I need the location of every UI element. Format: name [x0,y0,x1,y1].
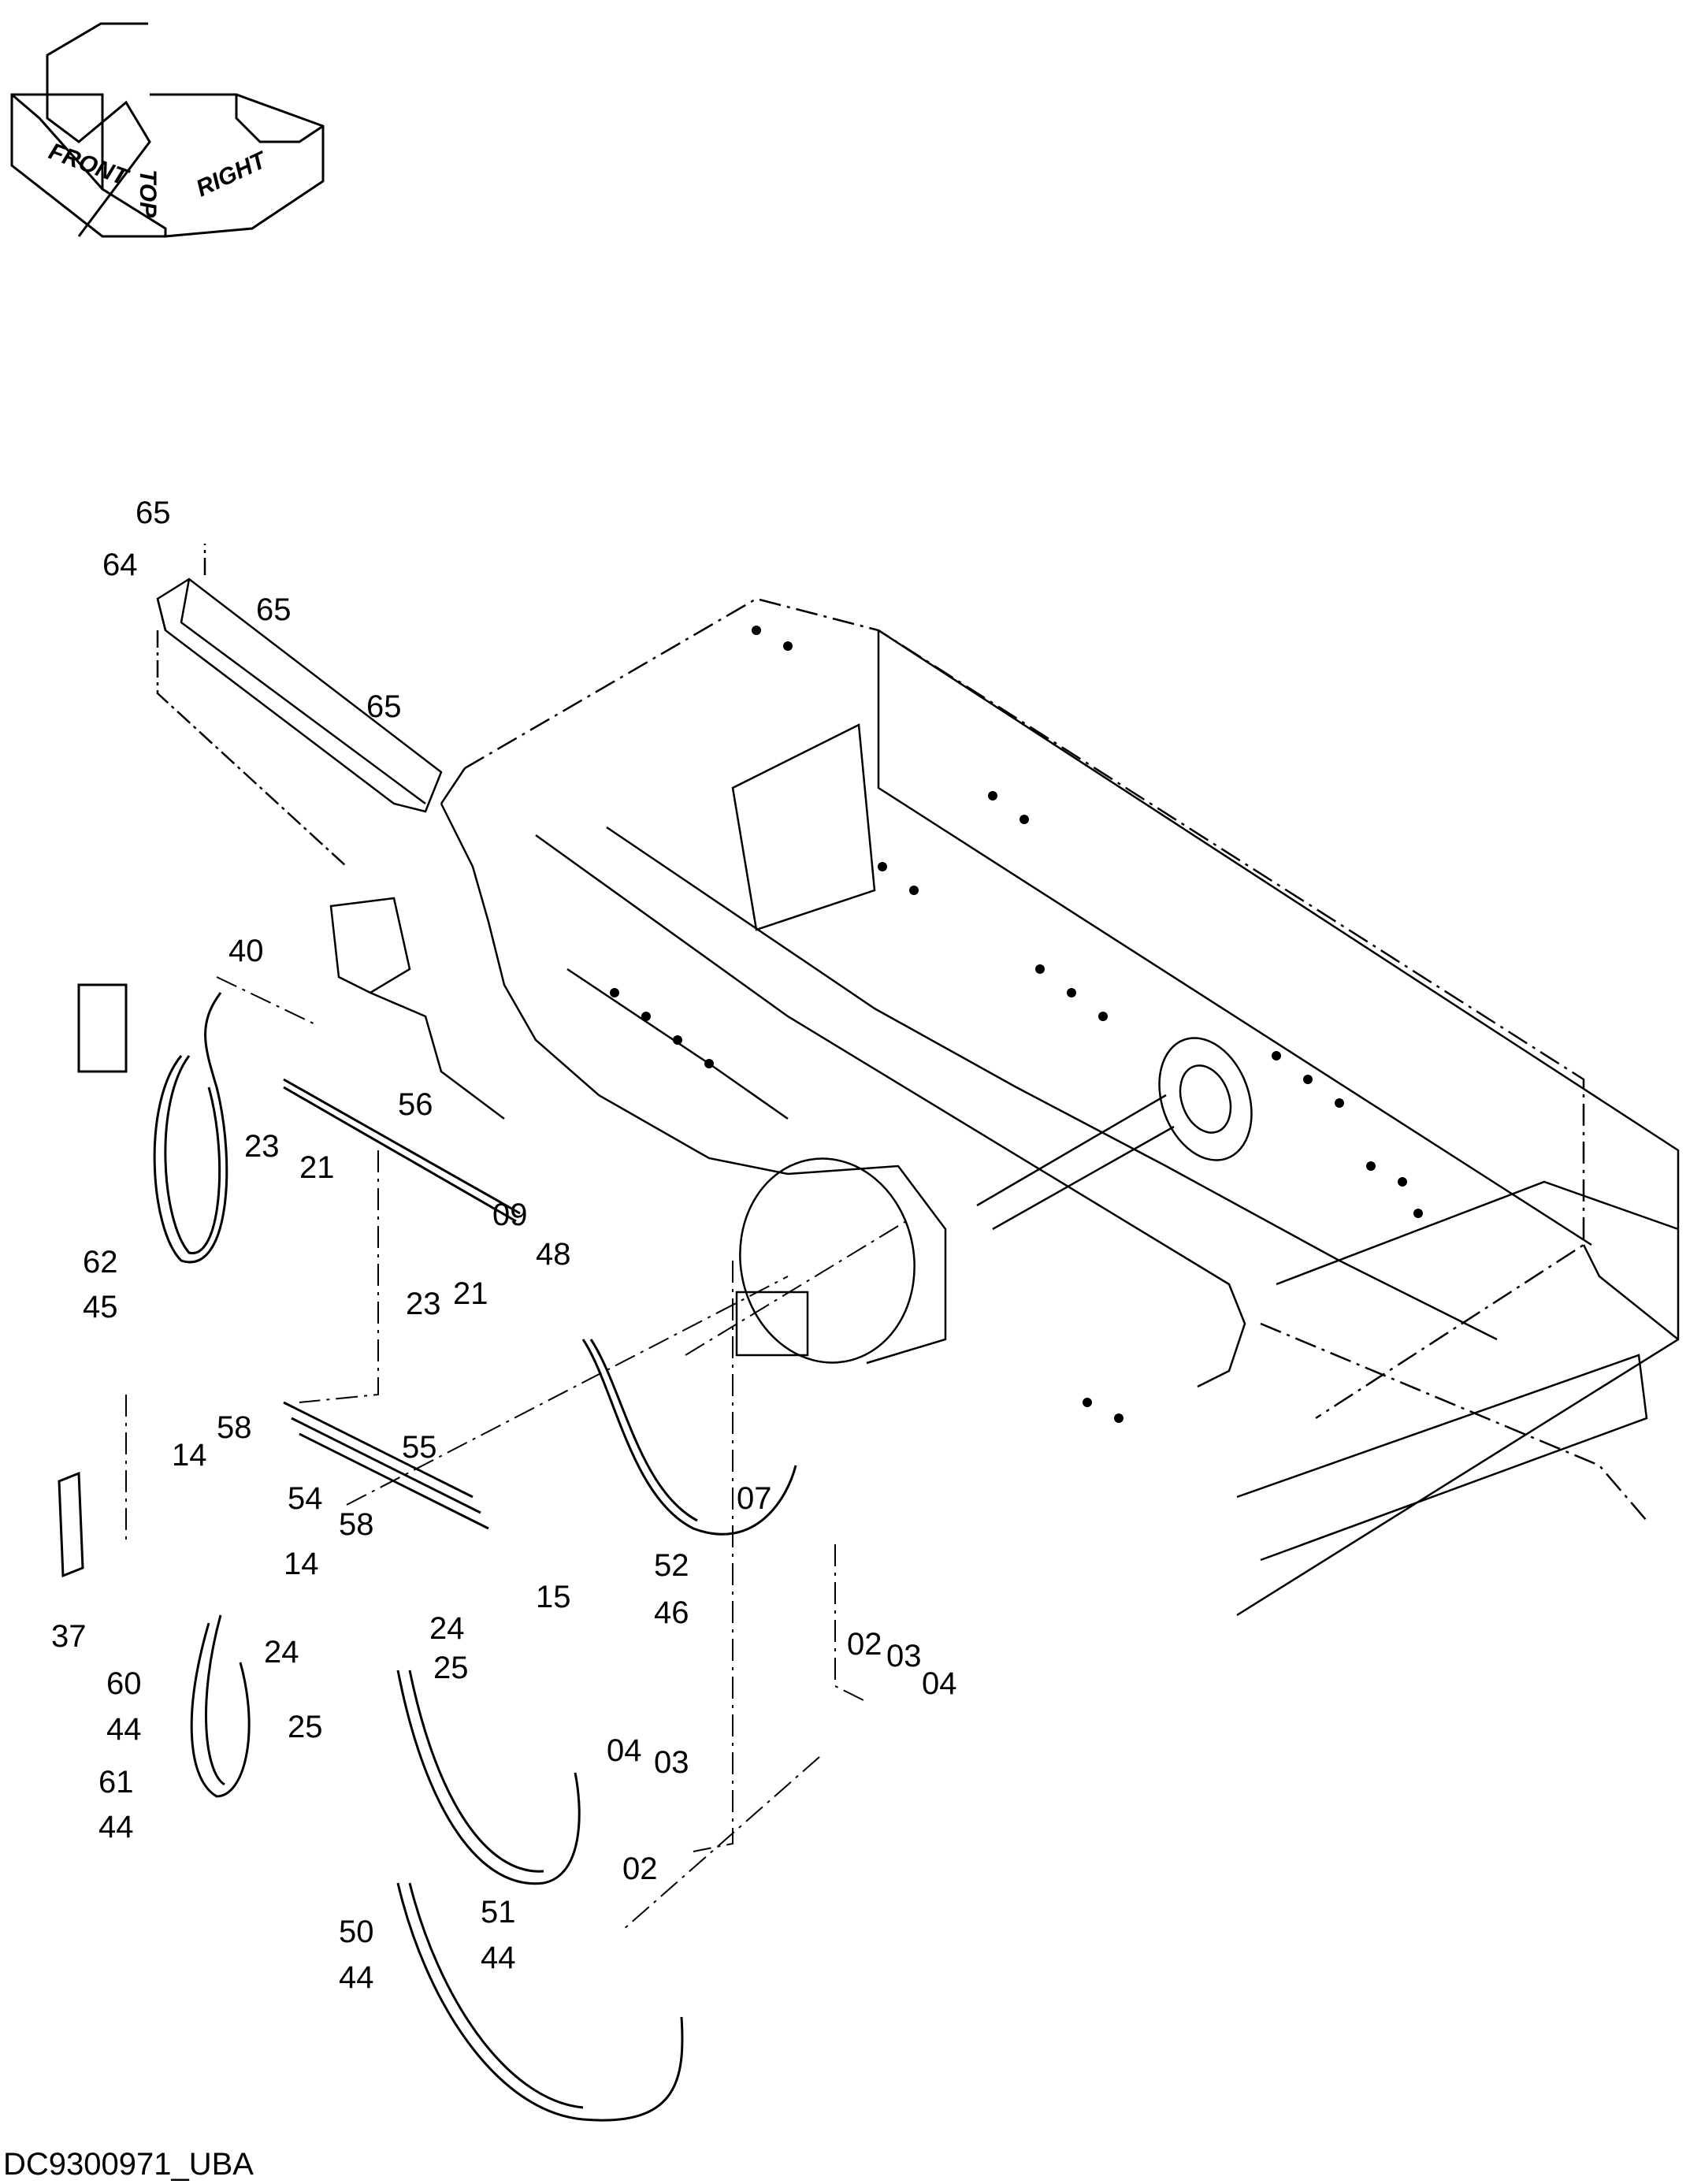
callout-14-lower: 14 [284,1547,319,1581]
callout-44-a: 44 [106,1712,142,1747]
callout-23-lower: 23 [406,1287,441,1321]
orientation-right-label: RIGHT [192,147,272,202]
callout-09: 09 [492,1198,528,1232]
callout-04-lower: 04 [607,1733,642,1768]
callout-60: 60 [106,1666,142,1701]
callout-54: 54 [288,1481,323,1516]
orientation-top-label: TOP [135,169,161,218]
callout-24-right: 24 [429,1611,465,1646]
callout-44-d: 44 [339,1960,374,1995]
callout-14-upper: 14 [172,1438,207,1473]
callout-50: 50 [339,1915,374,1949]
orientation-front-label: FRONT [46,139,133,191]
callout-48: 48 [536,1237,571,1272]
callout-15: 15 [536,1580,571,1614]
callout-64: 64 [102,548,138,582]
callout-03-upper: 03 [886,1639,922,1673]
callout-labels: 65 64 65 65 40 56 23 21 62 45 09 48 23 2… [51,496,957,1995]
callout-44-c: 44 [481,1941,516,1975]
callout-37: 37 [51,1619,87,1654]
callout-56: 56 [398,1087,433,1122]
callout-23-upper: 23 [244,1129,280,1164]
callout-55: 55 [402,1430,437,1465]
drawing-id: DC9300971_UBA [3,2147,254,2182]
callout-58-lower: 58 [339,1507,374,1542]
orientation-compass: TOP FRONT RIGHT [10,22,325,238]
callout-58-upper: 58 [217,1410,252,1445]
callout-03-lower: 03 [654,1745,689,1780]
callout-65-top: 65 [136,496,171,530]
callout-45: 45 [83,1290,118,1324]
callout-44-b: 44 [98,1810,134,1844]
callout-02-upper: 02 [847,1627,882,1662]
callout-04-upper: 04 [922,1666,957,1701]
shield-plate-part [156,544,443,867]
callout-65-middle: 65 [256,592,292,627]
callout-40: 40 [228,934,264,968]
callout-21-upper: 21 [299,1150,335,1185]
hydraulic-hoses [58,983,797,2122]
callout-21-lower: 21 [453,1276,488,1311]
axle-frame-drawing [329,597,1680,1617]
callout-51: 51 [481,1895,516,1930]
callout-07: 07 [737,1481,772,1516]
callout-24-left: 24 [264,1635,299,1670]
callout-52: 52 [654,1548,689,1583]
assembly-leader-lines [125,976,907,1931]
callout-65-lower: 65 [366,689,402,724]
callout-62: 62 [83,1245,118,1280]
callout-46: 46 [654,1595,689,1630]
callout-61: 61 [98,1765,134,1800]
callout-25-left: 25 [288,1710,323,1744]
callout-25-right: 25 [433,1651,469,1685]
callout-02-lower: 02 [622,1852,658,1886]
